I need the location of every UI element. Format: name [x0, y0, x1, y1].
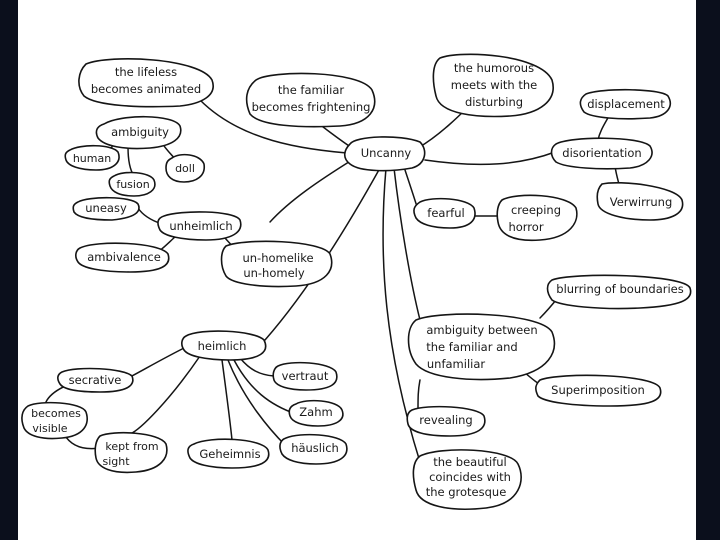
node-geheimnis-label: Geheimnis — [199, 447, 260, 461]
node-lifeless-line1: the lifeless — [115, 65, 177, 79]
node-zahm-label: Zahm — [299, 405, 332, 419]
node-uneasy-label: uneasy — [85, 201, 127, 215]
node-beautiful-line2: coincides with — [429, 470, 511, 484]
node-familiar-frightening: the familiar becomes frightening — [245, 72, 376, 128]
node-hauslich: häuslich — [279, 433, 348, 465]
node-heimlich: heimlich — [181, 330, 267, 361]
node-ambivalence-label: ambivalence — [87, 250, 161, 264]
node-creeping-horror: creeping horror — [496, 194, 578, 242]
node-becomes-visible-line2: visible — [32, 422, 67, 435]
node-ambiguity-between-line2: the familiar and — [426, 340, 517, 354]
node-doll-label: doll — [175, 162, 195, 175]
node-humorous: the humorous meets with the disturbing — [432, 53, 554, 118]
node-kept-line2: sight — [102, 455, 130, 468]
node-humorous-line1: the humorous — [454, 61, 534, 75]
node-fusion-label: fusion — [116, 178, 149, 191]
node-superimposition-label: Superimposition — [551, 383, 645, 397]
right-dark-border — [696, 0, 720, 540]
node-human-label: human — [73, 152, 111, 165]
node-verwirrung: Verwirrung — [596, 181, 684, 221]
node-secrative: secrative — [57, 367, 134, 393]
node-becomes-visible-line1: becomes — [31, 407, 81, 420]
node-creeping-line1: creeping — [511, 203, 561, 217]
node-revealing: revealing — [406, 405, 486, 437]
node-unhomelike-line2: un-homely — [243, 266, 305, 280]
node-unheimlich-label: unheimlich — [169, 219, 232, 233]
node-superimposition: Superimposition — [535, 374, 662, 407]
node-kept-line1: kept from — [105, 440, 158, 453]
node-ambiguity-between-line1: ambiguity between — [426, 323, 537, 337]
node-beautiful-line1: the beautiful — [433, 455, 506, 469]
node-beautiful: the beautiful coincides with the grotesq… — [412, 449, 522, 510]
node-lifeless: the lifeless becomes animated — [78, 58, 214, 108]
node-humorous-line2: meets with the — [451, 78, 537, 92]
node-unhomelike-line1: un-homelike — [242, 251, 313, 265]
node-secrative-label: secrative — [69, 373, 122, 387]
node-displacement: displacement — [579, 88, 672, 120]
node-ambiguity: ambiguity — [95, 115, 182, 150]
node-revealing-label: revealing — [419, 413, 472, 427]
node-hauslich-label: häuslich — [291, 441, 339, 455]
node-disorientation: disorientation — [550, 137, 653, 170]
node-unhomelike: un-homelike un-homely — [220, 240, 333, 288]
node-fearful: fearful — [413, 197, 476, 229]
node-humorous-line3: disturbing — [465, 95, 523, 109]
node-familiar-frightening-line2: becomes frightening — [252, 100, 371, 114]
node-verwirrung-label: Verwirrung — [610, 195, 673, 209]
node-familiar-frightening-line1: the familiar — [278, 83, 344, 97]
node-ambiguity-between: ambiguity between the familiar and unfam… — [407, 313, 556, 381]
node-creeping-line2: horror — [508, 220, 543, 234]
node-uncanny-label: Uncanny — [361, 146, 412, 160]
node-geheimnis: Geheimnis — [187, 438, 270, 469]
node-fearful-label: fearful — [427, 206, 464, 220]
node-blurring-label: blurring of boundaries — [556, 282, 683, 296]
node-heimlich-label: heimlich — [198, 339, 247, 353]
node-fusion: fusion — [108, 171, 156, 197]
node-blurring: blurring of boundaries — [546, 274, 692, 310]
node-doll: doll — [165, 153, 206, 183]
node-kept-from-sight: kept from sight — [94, 431, 168, 474]
node-displacement-label: displacement — [587, 97, 665, 111]
node-vertraut: vertraut — [272, 361, 338, 391]
node-ambivalence: ambivalence — [75, 242, 170, 273]
node-ambiguity-between-line3: unfamiliar — [427, 357, 486, 371]
node-uncanny: Uncanny — [343, 136, 426, 172]
node-human: human — [64, 144, 120, 171]
node-beautiful-line3: the grotesque — [426, 485, 507, 499]
left-dark-border — [0, 0, 18, 540]
node-ambiguity-label: ambiguity — [111, 125, 169, 139]
node-becomes-visible: becomes visible — [21, 401, 88, 440]
node-disorientation-label: disorientation — [562, 146, 641, 160]
node-uneasy: uneasy — [72, 196, 140, 221]
node-lifeless-line2: becomes animated — [91, 82, 201, 96]
node-unheimlich: unheimlich — [157, 211, 242, 241]
node-vertraut-label: vertraut — [282, 369, 329, 383]
node-zahm: Zahm — [288, 399, 344, 427]
